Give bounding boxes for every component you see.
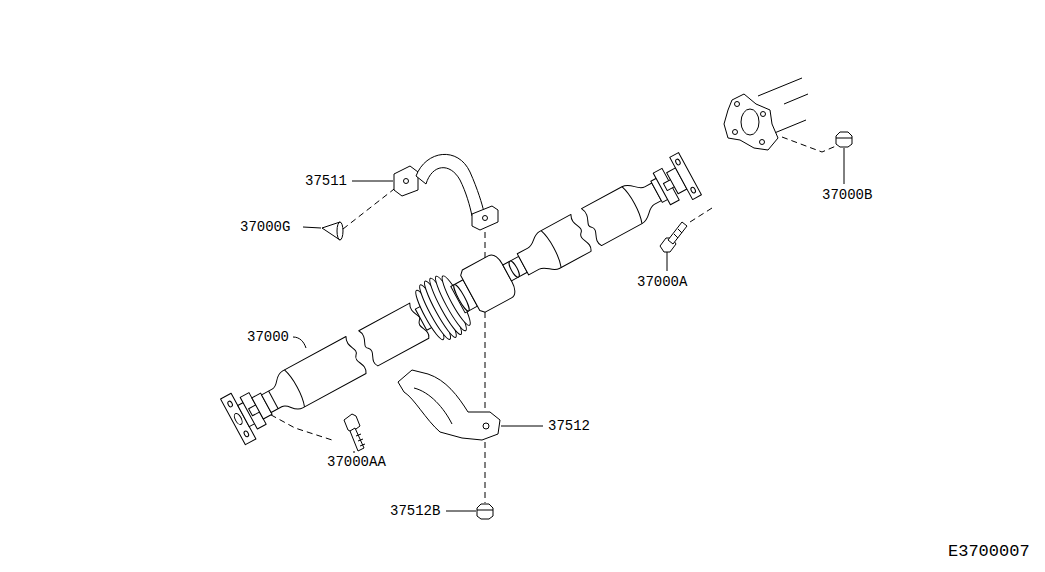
propeller-shaft	[256, 336, 367, 422]
leader-line	[446, 511, 476, 512]
bolt	[660, 222, 687, 252]
companion-flange	[758, 78, 802, 96]
assembly-dashed-line	[262, 137, 836, 503]
bolt	[668, 222, 687, 244]
mounting-bracket	[398, 370, 500, 440]
propeller-shaft	[507, 260, 521, 279]
companion-flange	[735, 102, 740, 107]
leader-line	[293, 337, 306, 348]
part-number: 37000AA	[327, 455, 386, 469]
propeller-shaft	[269, 391, 279, 409]
leader-line	[667, 252, 668, 271]
companion-flange	[733, 130, 738, 135]
nut	[836, 132, 852, 147]
bolt	[344, 414, 365, 451]
leader-line	[293, 148, 844, 511]
bolt	[674, 229, 682, 238]
propeller-shaft	[513, 214, 593, 283]
leader-line	[354, 451, 355, 453]
leader-line	[352, 181, 393, 182]
propeller-shaft	[227, 400, 233, 407]
companion-flange	[784, 94, 808, 104]
part-number: 37000G	[240, 220, 290, 234]
propeller-shaft	[541, 229, 564, 267]
leader-line	[303, 227, 321, 228]
nut	[836, 132, 852, 147]
strap-bracket	[394, 154, 498, 230]
strap-bracket	[472, 206, 498, 230]
companion-flange	[760, 140, 765, 145]
mounting-bracket	[483, 423, 489, 429]
mounting-bracket	[414, 388, 452, 424]
part-number: 37000A	[637, 275, 687, 289]
propeller-shaft	[243, 430, 249, 437]
part-number: 37512B	[390, 504, 440, 518]
companion-flange	[724, 78, 808, 150]
strap-bracket	[394, 166, 418, 196]
bolt	[350, 428, 364, 451]
assembly-dashed-line	[782, 137, 836, 152]
part-number: 37000	[247, 330, 289, 344]
assembly-dashed-line	[343, 186, 398, 229]
nut	[836, 138, 852, 139]
nut	[477, 504, 493, 519]
leader-line	[844, 148, 845, 184]
propeller-shaft	[670, 153, 702, 200]
clip	[337, 222, 343, 240]
nut	[477, 504, 493, 519]
strap-bracket	[404, 179, 409, 184]
mounting-bracket	[398, 370, 500, 440]
companion-flange	[724, 94, 778, 150]
clip	[322, 222, 343, 240]
propeller-shaft	[622, 185, 645, 223]
drawing-number: E3700007	[948, 543, 1030, 560]
bolt	[356, 434, 365, 446]
companion-flange	[772, 120, 806, 134]
propeller-shaft	[675, 158, 681, 165]
propeller-shaft	[218, 146, 706, 450]
propeller-shaft	[690, 187, 696, 194]
companion-flange	[761, 112, 766, 117]
nut	[477, 510, 493, 511]
strap-bracket	[483, 216, 488, 221]
strap-bracket	[416, 154, 484, 216]
companion-flange	[741, 109, 759, 135]
propeller-shaft	[284, 369, 307, 407]
part-number: 37511	[305, 174, 347, 188]
leader-line	[501, 426, 543, 427]
part-number: 37000B	[822, 188, 872, 202]
part-number: 37512	[548, 419, 590, 433]
assembly-dashed-line	[690, 208, 712, 222]
